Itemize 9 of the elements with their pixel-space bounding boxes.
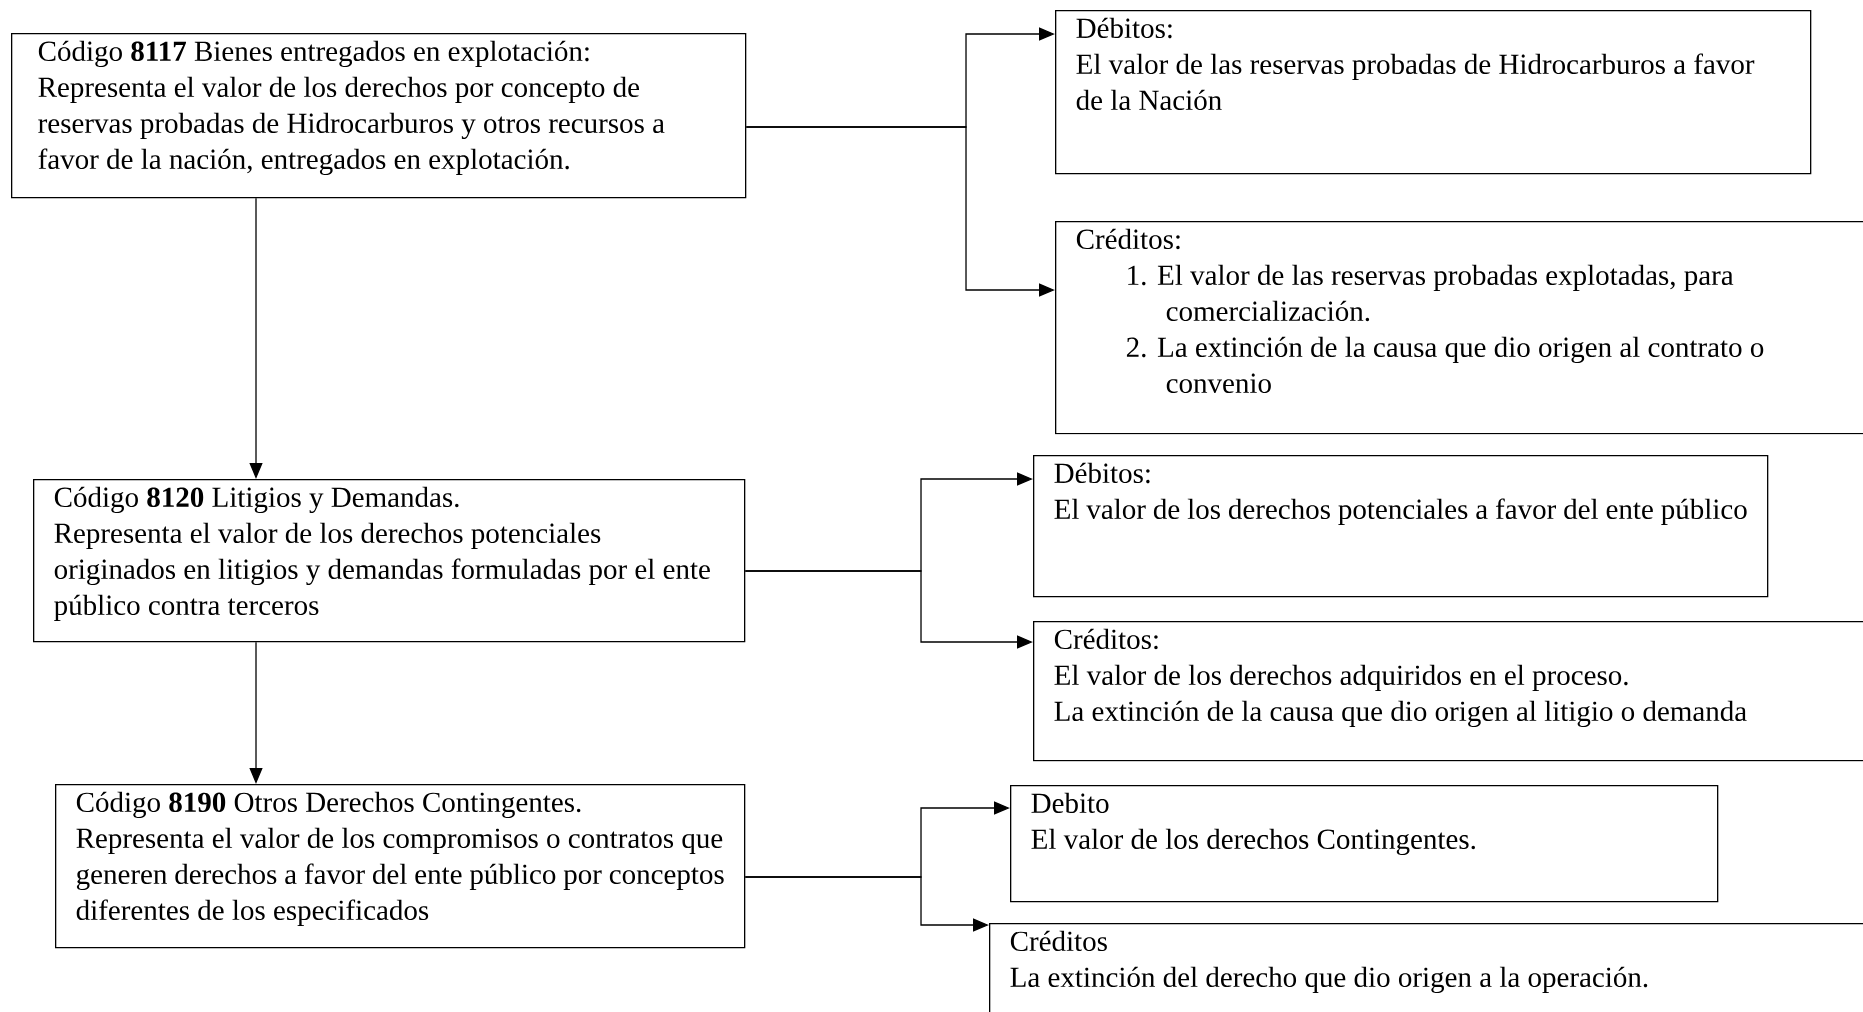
text-box: Créditos La extinción del derecho que dio origen a la operación. [989,923,1863,1012]
text-box: Créditos: El valor de los derechos adquiridos en el proceso. La extinción de la causa que dio origen al litigio o demanda [1033,621,1863,762]
text-box: Código 8190 Otros Derechos Contingentes. Representa el valor de los compromisos o contratos que generen derechos a favor del ente público por conceptos diferentes de los especificados [55,784,746,949]
text-box: Débitos: El valor de los derechos potenciales a favor del ente público [1033,455,1769,598]
text-box: Código 8120 Litigios y Demandas. Representa el valor de los derechos potenciales originados en litigios y demandas formuladas por el ente público contra terceros [33,479,746,643]
text-box: Débitos: El valor de las reservas probadas de Hidrocarburos a favor de la Nación [1055,10,1812,175]
text-box: Créditos: 1. El valor de las reservas probadas explotadas, para comercialización. 2. La extinción de la causa que dio origen al contrato o convenio [1055,221,1863,435]
text-box: Código 8117 Bienes entregados en explotación: Representa el valor de los derechos por concepto de reservas probadas de Hidrocarburos y otros recursos a favor de la nación, entregados en explotación. [11,33,747,199]
text-box: Debito El valor de los derechos Contingentes. [1010,785,1719,903]
